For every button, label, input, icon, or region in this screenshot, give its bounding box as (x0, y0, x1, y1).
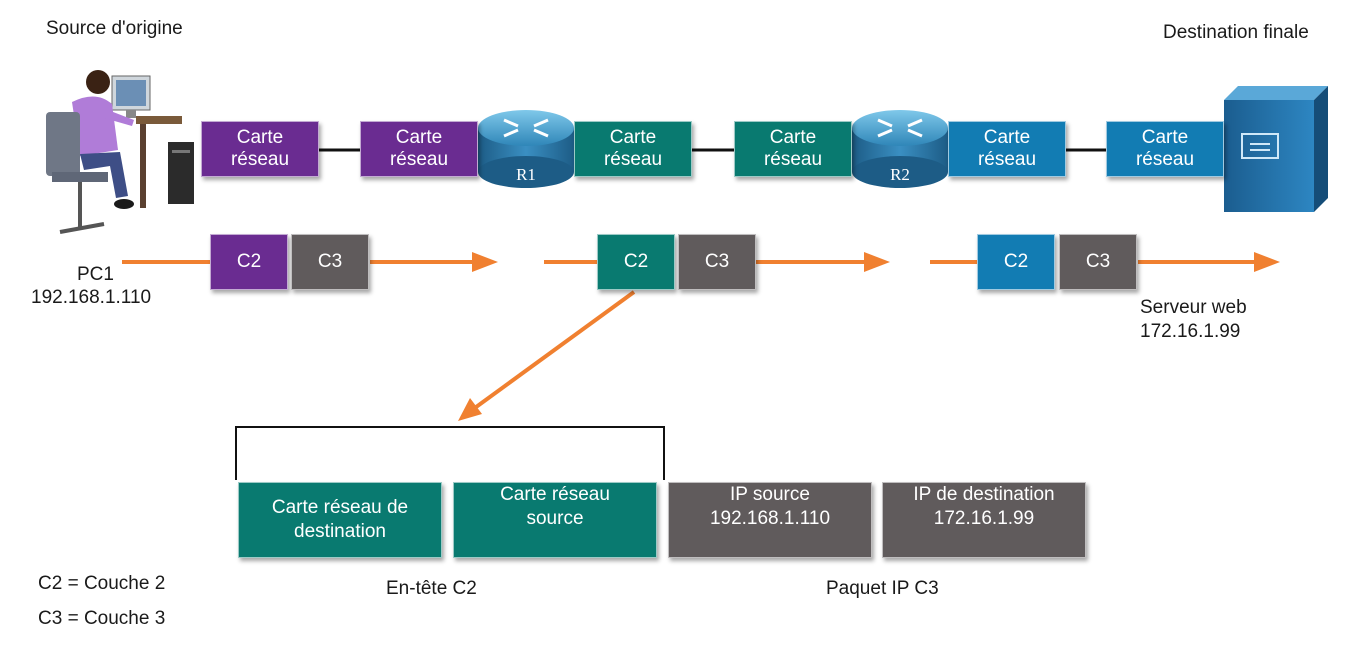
nic-label-line2: réseau (389, 149, 449, 170)
server-icon (1224, 86, 1328, 212)
dest-mac-line2: destination (294, 521, 386, 542)
pdu-c2-segment1: C2 (210, 234, 288, 290)
ip-source-value: 192.168.1.110 (709, 508, 831, 529)
ip-source-field: IP source 192.168.1.110 (668, 482, 872, 558)
nic-label-line1: Carte (609, 127, 657, 148)
nic-label-line2: réseau (230, 149, 290, 170)
nic-label-line1: Carte (1141, 127, 1189, 148)
router-r1-icon (478, 110, 574, 188)
ip-destination-value: 172.16.1.99 (933, 508, 1035, 529)
dest-mac-line1: Carte réseau de (271, 497, 409, 518)
pc-user-icon (46, 70, 194, 234)
nic-label-line1: Carte (395, 127, 443, 148)
ip-source-label: IP source (730, 484, 810, 505)
legend-c2: C2 = Couche 2 (38, 573, 166, 594)
flow-arrows (122, 252, 1280, 421)
router-r2-label: R2 (890, 165, 910, 184)
server-ip: 172.16.1.99 (1140, 321, 1241, 342)
src-mac-field: Carte réseau source (453, 482, 657, 558)
nic-label-line1: Carte (983, 127, 1031, 148)
nic-label-line2: réseau (763, 149, 823, 170)
nic-label-line2: réseau (603, 149, 663, 170)
header-bracket (235, 426, 665, 480)
pdu-c3-segment2: C3 (678, 234, 756, 290)
nic-label-line2: réseau (1135, 149, 1195, 170)
src-mac-line1: Carte réseau (500, 484, 610, 505)
dest-mac-field: Carte réseau de destination (238, 482, 442, 558)
pdu-c2-segment2: C2 (597, 234, 675, 290)
pc-name: PC1 (77, 264, 114, 285)
router-r1-label: R1 (516, 165, 536, 184)
nic-label-line1: Carte (769, 127, 817, 148)
pdu-c3-segment1: C3 (291, 234, 369, 290)
nic-label-line1: Carte (236, 127, 284, 148)
legend-c3: C3 = Couche 3 (38, 608, 166, 629)
router-r2-icon (852, 110, 948, 188)
packet-caption: Paquet IP C3 (826, 578, 939, 599)
nic-label-line2: réseau (977, 149, 1037, 170)
destination-label: Destination finale (1163, 22, 1309, 43)
pdu-c3-segment3: C3 (1059, 234, 1137, 290)
src-mac-line2: source (526, 508, 584, 529)
ip-destination-label: IP de destination (913, 484, 1055, 505)
server-name: Serveur web (1140, 297, 1247, 318)
pdu-c2-segment3: C2 (977, 234, 1055, 290)
source-label: Source d'origine (46, 18, 183, 39)
pc-ip: 192.168.1.110 (31, 287, 152, 308)
ip-destination-field: IP de destination 172.16.1.99 (882, 482, 1086, 558)
header-caption: En-tête C2 (386, 578, 477, 599)
